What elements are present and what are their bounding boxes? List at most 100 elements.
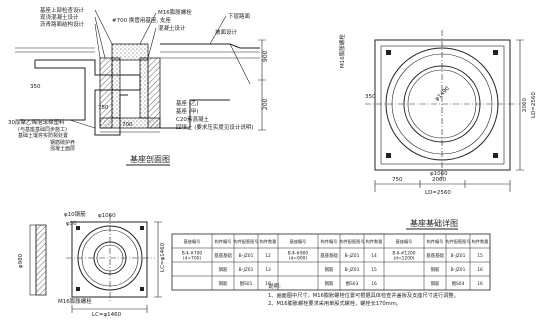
- dim-750: 750: [98, 105, 109, 111]
- inner-wall-left: [111, 57, 121, 119]
- table-cell: 基座基础: [426, 252, 444, 259]
- small-phi1060-top: φ1060: [98, 213, 116, 219]
- table-header-cell: 基座编号: [184, 238, 201, 245]
- table-cell: (d=700): [183, 256, 202, 262]
- table-header-cell: 基座编号: [290, 238, 307, 245]
- small-phi50: φ50: [66, 221, 77, 227]
- notes-heading: 说明:: [268, 282, 281, 290]
- component-table: 基座编号构件编号构件配筋图号构件数量基座编号构件编号构件配筋图号构件数量基座编号…: [171, 233, 491, 291]
- table-cell: B-JZ01: [345, 267, 360, 273]
- top-note-3: M16膨胀螺栓: [158, 8, 192, 16]
- table-header-cell: 构件数量: [366, 238, 383, 245]
- well-wall-left: [99, 57, 113, 129]
- table-cell: B-JZ01: [239, 253, 254, 259]
- right-note-1: 基座 (甲): [176, 107, 199, 115]
- left-note-1: (与基座基础同步施工): [18, 126, 67, 133]
- small-lc-bottom: LC=φ1460: [92, 312, 122, 318]
- table-header-cell: 构件数量: [472, 238, 489, 245]
- dim-700: 700: [122, 122, 133, 128]
- table-header-cell: 构件编号: [427, 238, 444, 245]
- well-wall-right: [147, 57, 161, 129]
- table-cell: 16: [477, 267, 483, 273]
- table-cell: 基座基础: [214, 252, 232, 259]
- svg-text:900: 900: [262, 50, 269, 62]
- table-cell: B-JZ01: [451, 253, 466, 259]
- plan-dim-ld-b: LD=2560: [531, 92, 537, 118]
- bolt-br: [493, 153, 498, 158]
- table-header-cell: 构件配筋图号: [233, 238, 258, 245]
- plan-view: M16膨胀螺栓 φ1490 φ1060 350 750 2060 LD=2560…: [338, 30, 537, 230]
- small-phi980: φ980: [18, 253, 24, 268]
- top-note-1: 现浇混凝土设计: [40, 13, 79, 21]
- table-cell: 16: [371, 281, 377, 287]
- table-cell: B-Ⅱ-#700: [182, 251, 203, 257]
- top-note-7: 坡面设计: [215, 28, 238, 36]
- left-note-3: 钢筋硫护养: [50, 139, 75, 146]
- plan-dim-ld-a: LD=2560: [425, 190, 451, 196]
- plan-dim-2060b: 2060: [522, 98, 528, 112]
- base-frame-top: [111, 43, 149, 61]
- small-rebar: φ10钢筋: [64, 210, 86, 218]
- small-elevation: [35, 224, 47, 296]
- plan-dim-750a: 750: [392, 177, 403, 183]
- table-cell: B-Ⅱ-#900: [288, 251, 309, 257]
- table-cell: 图S01: [240, 281, 253, 287]
- table-cell: B-JZ01: [451, 267, 466, 273]
- plan-outer-square: [374, 39, 511, 171]
- table-header-cell: 构件配筋图号: [445, 238, 470, 245]
- table-cell: 15: [477, 253, 483, 259]
- table-cell: 钢筋: [325, 280, 334, 287]
- table-cell: 13: [265, 267, 271, 273]
- svg-text:200: 200: [262, 98, 269, 110]
- dim-350: 350: [30, 84, 41, 90]
- table-cell: 16: [265, 281, 271, 287]
- bolt-bl: [386, 153, 391, 158]
- top-note-6: 下层路面: [228, 12, 251, 20]
- table-cell: 14: [371, 253, 377, 259]
- table-cell: 钢筋: [325, 266, 334, 273]
- left-note-2: 基础土壤夯实防裂处置: [18, 132, 68, 139]
- section-title: 基座剖面图: [130, 154, 170, 164]
- table-cell: 钢筋: [219, 280, 228, 287]
- plan-phi1060: φ1060: [430, 171, 448, 177]
- notes-line-2: 2、M16膨胀螺栓要求采用单股式螺栓，螺栓长170mm。: [268, 299, 401, 307]
- plan-phi1490: φ1490: [434, 85, 451, 102]
- bolt-tl: [386, 50, 391, 55]
- top-note-2: 沥青路面结构设计: [40, 20, 85, 28]
- small-plan: φ1060 φ10钢筋 φ50 M16膨胀螺栓 φ980 LC=φ1460 LC…: [18, 210, 166, 318]
- table-cell: B-JZ01: [239, 267, 254, 273]
- bolt-tr: [493, 50, 498, 55]
- right-note-2: C20素混凝土: [176, 115, 209, 123]
- right-note-0: 基座 (乙): [176, 99, 199, 107]
- top-note-0: 基座上部检查设计: [40, 6, 85, 14]
- notes: 说明: 1、画面图中尺寸，M16膨胀螺栓位置可根据具体检查井盖板及支座尺寸进行调…: [268, 282, 459, 307]
- plan-dim-2060a: 2060: [432, 177, 446, 183]
- table-header-cell: 构件编号: [321, 238, 338, 245]
- table-cell: B-Ⅱ-#1200: [392, 251, 415, 257]
- plan-350: 350: [365, 94, 376, 100]
- table-cell: 钢筋: [219, 266, 228, 273]
- table-header-cell: 基座编号: [396, 238, 413, 245]
- small-bolt: M16膨胀螺栓: [58, 297, 92, 305]
- table-cell: (d=900): [289, 256, 308, 262]
- table-cell: (d=1200): [393, 256, 414, 262]
- table-cell: 16: [477, 281, 483, 287]
- left-note-0: 30厚聚乙烯泡沫棉塑料: [8, 118, 65, 126]
- table-cell: 图S04: [452, 281, 465, 287]
- small-lc-right: LC=φ1460: [160, 242, 166, 272]
- notes-line-1: 1、画面图中尺寸，M16膨胀螺栓位置可根据具体检查井盖板及支座尺寸进行调整。: [268, 291, 459, 299]
- table-cell: 12: [265, 253, 271, 259]
- base-bottom: [99, 117, 161, 129]
- top-note-5: 混凝土设计: [158, 24, 186, 32]
- table-cell: 钢筋: [431, 280, 440, 287]
- inner-wall-right: [139, 57, 149, 119]
- table-cell: 基座基础: [320, 252, 338, 259]
- section-view: 900 200 30厚聚乙烯泡沫棉塑料 (与基座基础同步施工) 基础土壤夯实防裂…: [8, 6, 269, 166]
- top-note-4: #700 换管用基座, 支座: [112, 16, 171, 24]
- table-header-cell: 构件编号: [215, 238, 232, 245]
- plan-title: 基座基础详图: [410, 218, 458, 228]
- table-cell: 钢筋: [431, 266, 440, 273]
- plan-bolt-label: M16膨胀螺栓: [338, 34, 346, 68]
- table-cell: 15: [371, 267, 377, 273]
